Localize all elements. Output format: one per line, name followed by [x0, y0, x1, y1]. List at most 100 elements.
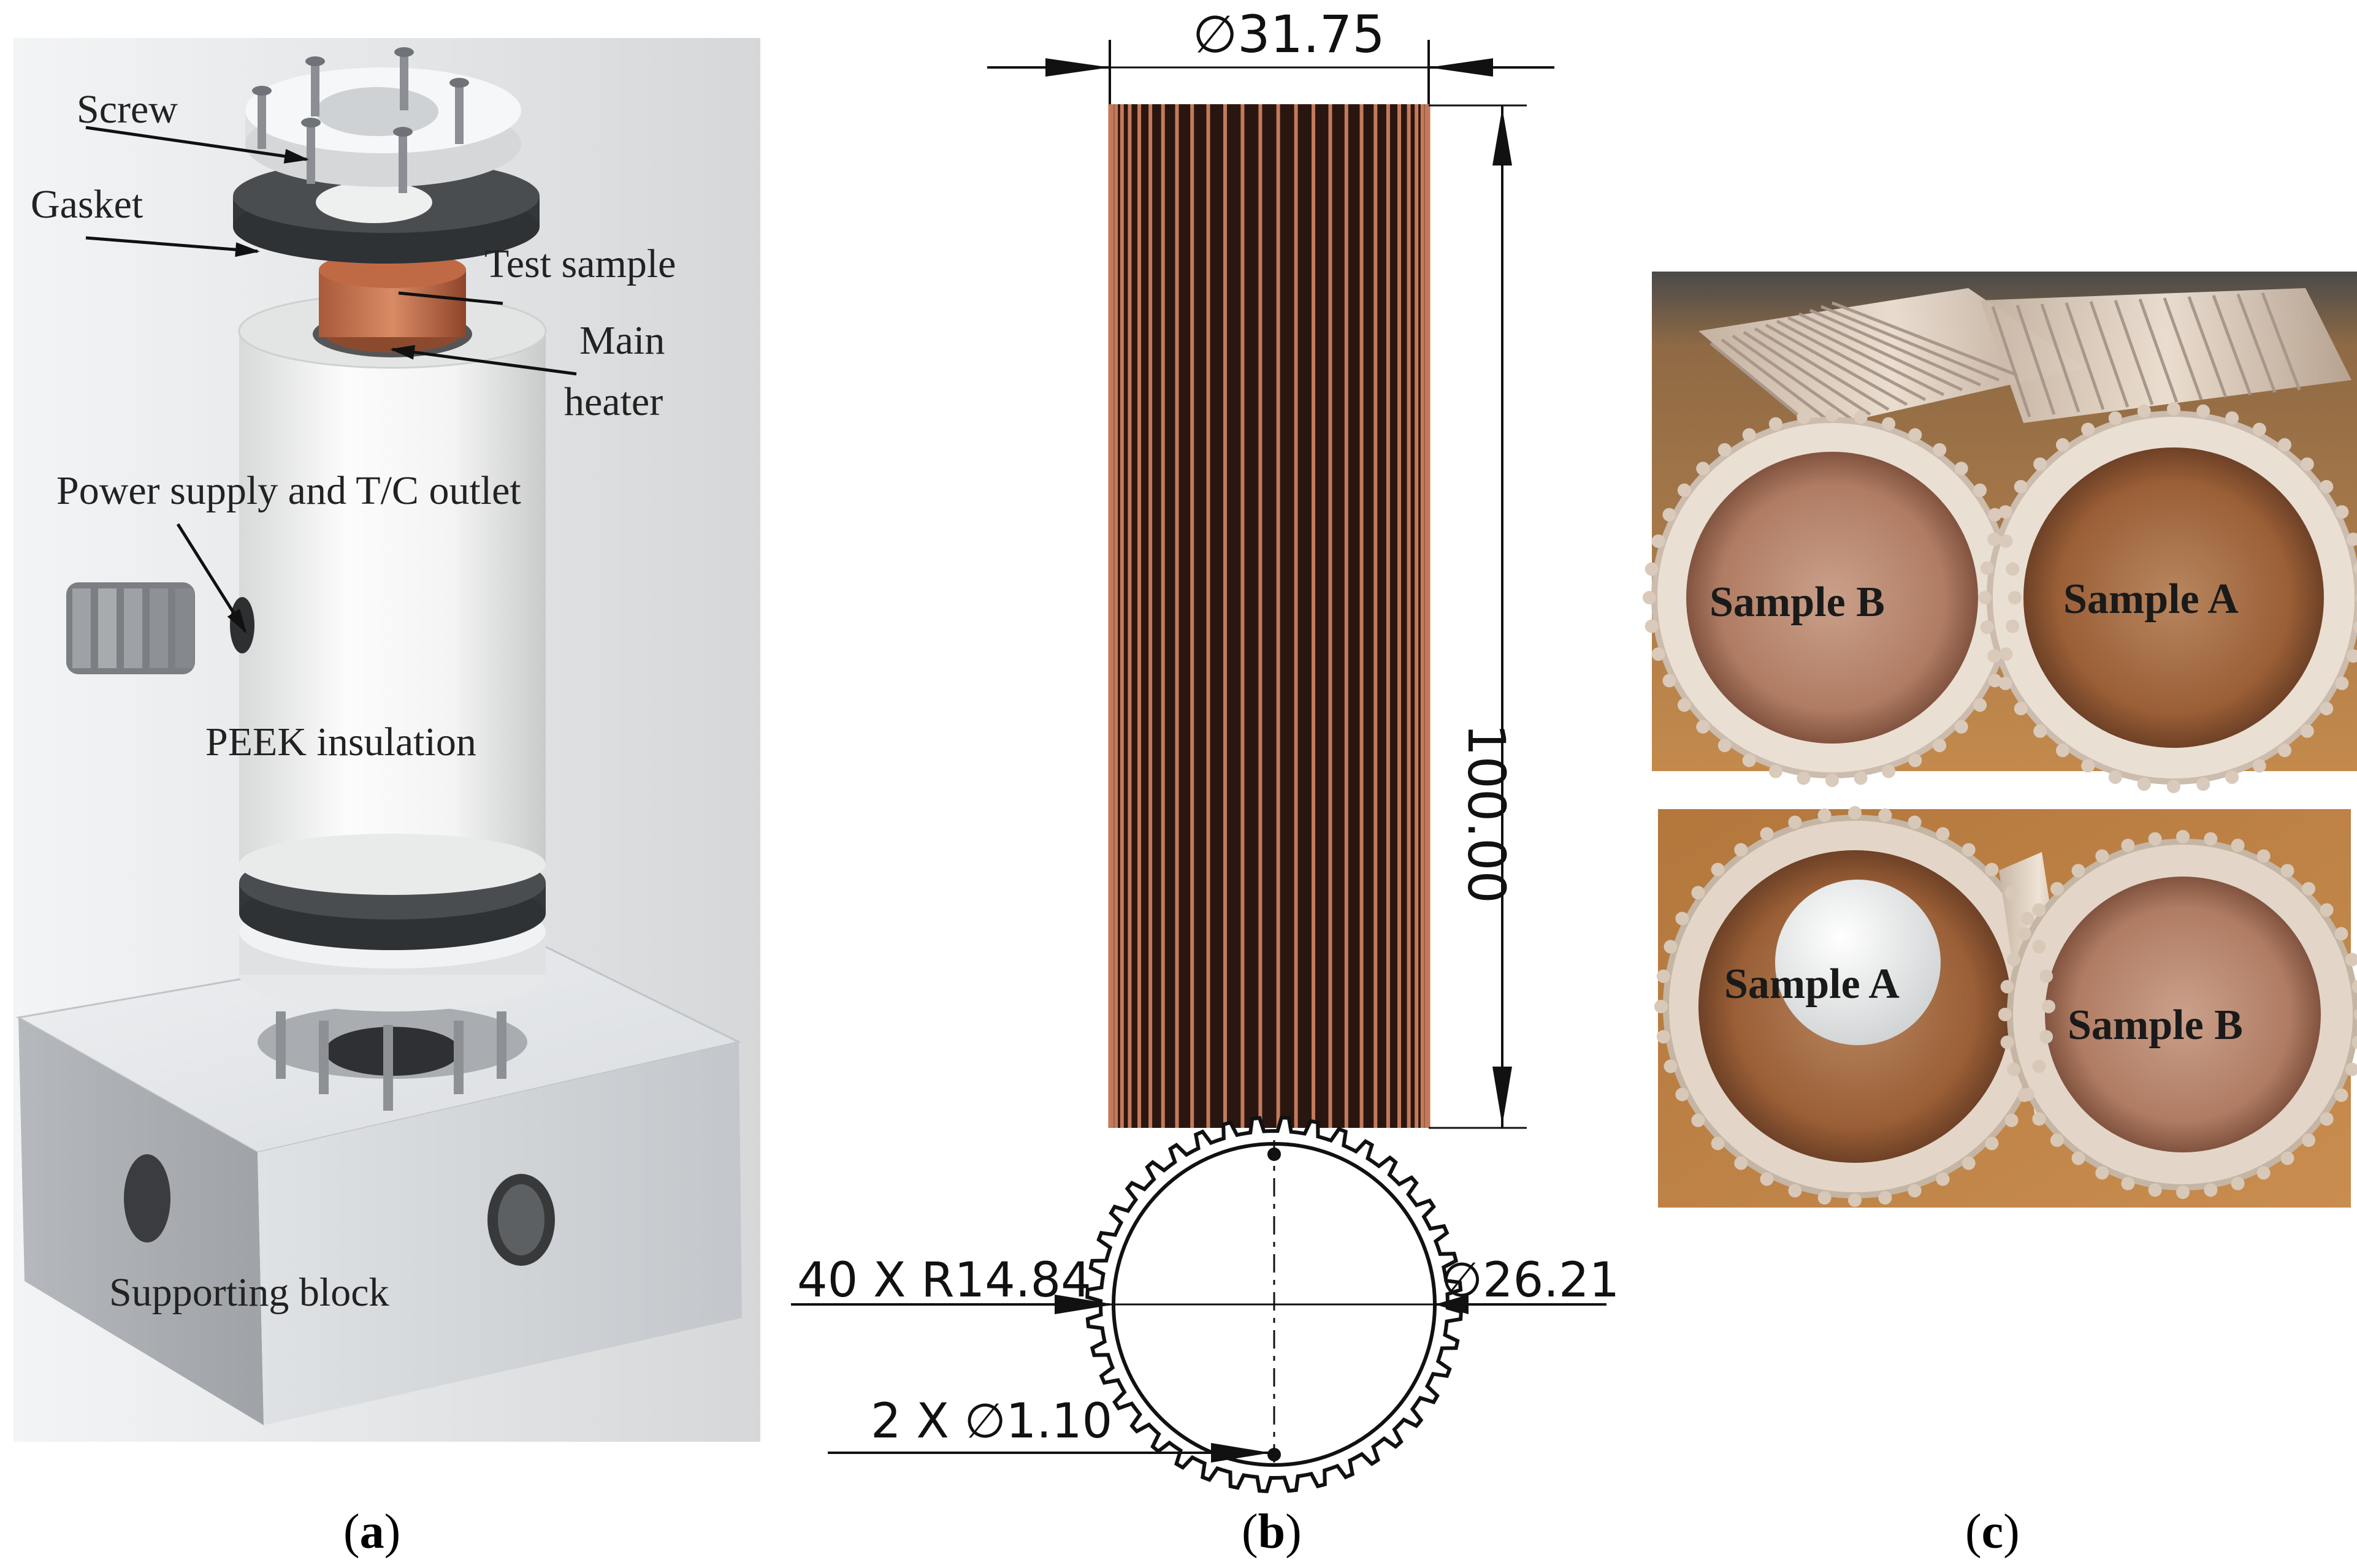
- fin-tooth: [1662, 508, 1676, 522]
- fin-stripe: [1276, 104, 1280, 1128]
- fin-tooth: [1936, 827, 1950, 841]
- fin-stripe: [1373, 104, 1378, 1128]
- fin-tooth: [1854, 410, 1868, 424]
- fin-tooth: [2071, 864, 2085, 878]
- fin-tooth: [2006, 619, 2020, 633]
- fin-tooth: [1878, 1191, 1892, 1205]
- fin-tooth: [2302, 1133, 2316, 1147]
- fin-stripe: [1386, 104, 1390, 1128]
- fin-tooth: [2354, 1008, 2357, 1021]
- hole-bottom: [1267, 1448, 1281, 1461]
- fin-tooth: [1933, 739, 1947, 753]
- bottom-tube-b-bore: [2045, 877, 2321, 1152]
- tube-ridge: [1743, 330, 1871, 416]
- fin-tooth: [1987, 649, 2001, 663]
- fin-tooth: [1962, 1156, 1976, 1170]
- fin-tooth: [1651, 647, 1665, 661]
- tube-ridge: [2261, 292, 2301, 390]
- caption-b: (b): [1242, 1505, 1302, 1559]
- fin-tooth: [2225, 411, 2239, 425]
- fin-tooth: [2008, 591, 2022, 604]
- fin-teeth-top: [1643, 402, 2357, 793]
- fin-tooth: [2039, 969, 2053, 983]
- fin-tooth: [2353, 621, 2357, 633]
- fin-tooth: [1825, 774, 1839, 787]
- fin-tooth: [2280, 1151, 2294, 1165]
- fin-tooth: [2121, 839, 2135, 853]
- tube-ridge: [1787, 316, 1945, 397]
- fin-tooth: [1696, 720, 1710, 734]
- fin-tooth: [1973, 698, 1987, 712]
- fin-tooth: [2081, 422, 2095, 436]
- fin-stripe: [1328, 104, 1332, 1128]
- fin-tooth: [2345, 953, 2357, 967]
- panel-c: Sample B Sample A Sample A Sample B (c): [1643, 272, 2357, 1559]
- photo-bottom: Sample A Sample B: [1654, 806, 2357, 1208]
- fin-tooth: [1908, 1184, 1922, 1198]
- hole-dimension: 2 X ∅1.10: [828, 1394, 1270, 1463]
- label-supporting-block: Supporting block: [109, 1270, 389, 1315]
- fin-tooth: [1788, 1184, 1802, 1198]
- fin-stripe: [1258, 104, 1263, 1128]
- fin-tooth: [1980, 561, 1994, 575]
- fin-stripe: [1137, 104, 1141, 1128]
- tube-ridge: [1754, 327, 1890, 411]
- fin-tooth: [2137, 404, 2151, 418]
- fin-tooth: [2032, 1112, 2046, 1126]
- fin-tooth: [1742, 428, 1756, 442]
- fin-tooth: [1973, 483, 1987, 497]
- fin-tooth: [2020, 911, 2034, 926]
- fin-tooth: [2300, 724, 2314, 738]
- fin-tooth: [1985, 862, 1999, 877]
- fin-tooth: [2032, 903, 2046, 917]
- top-label-sample-b: Sample B: [1709, 579, 1885, 626]
- fin-tooth: [1998, 505, 2012, 519]
- fin-tooth: [2042, 1000, 2055, 1013]
- fin-tooth: [2081, 759, 2095, 773]
- fin-tooth: [2007, 1062, 2021, 1076]
- fin-stripe: [1110, 104, 1114, 1128]
- peek-cylinder: [238, 293, 547, 895]
- diameter-symbol-icon: ∅: [1193, 4, 1237, 64]
- fin-radius-dimension: 40 X R14.84: [791, 1253, 1115, 1314]
- tube-ridge: [1765, 323, 1908, 406]
- tube-ridge: [2138, 299, 2179, 403]
- fin-stripe: [1206, 104, 1210, 1128]
- label-power-supply: Power supply and T/C outlet: [56, 468, 521, 513]
- fin-tooth: [1651, 534, 1665, 548]
- diameter-symbol-icon-2: ∅: [1441, 1253, 1483, 1308]
- label-main-heater-line1: Main: [579, 318, 665, 363]
- tube-ridge: [1820, 305, 2000, 382]
- fin-stripe: [1161, 104, 1165, 1128]
- fin-tooth: [2033, 724, 2047, 738]
- fin-tooth: [2071, 1151, 2085, 1165]
- fin-tooth: [1817, 1191, 1832, 1205]
- fin-tooth: [2007, 953, 2021, 967]
- fin-tooth: [2346, 532, 2357, 546]
- bottom-flange: [258, 1005, 527, 1111]
- fin-tooth: [2256, 849, 2271, 863]
- fin-tooth: [2335, 676, 2349, 690]
- tube-ridge: [2040, 303, 2080, 413]
- fin-tooth: [2004, 886, 2019, 900]
- fin-tooth: [2334, 1088, 2348, 1102]
- fin-tooth: [1662, 674, 1676, 688]
- gasket-leader: [85, 236, 260, 257]
- fin-tooth: [1654, 1000, 1668, 1013]
- fin-tooth: [2196, 404, 2210, 418]
- fin-tooth: [1768, 764, 1782, 778]
- fin-tooth: [1987, 532, 2001, 546]
- tube-ridge: [1721, 338, 1835, 425]
- outer-diameter-label: ∅31.75: [1193, 4, 1385, 64]
- fin-tooth: [2095, 1166, 2109, 1180]
- fin-tooth: [1980, 620, 1994, 634]
- hole-label: 2 X ∅1.10: [871, 1394, 1112, 1449]
- fin-tooth: [2014, 480, 2028, 493]
- fin-tooth: [2320, 903, 2334, 917]
- tube-ridge: [2187, 296, 2228, 398]
- fin-tooth: [1882, 417, 1896, 431]
- fin-tooth: [1645, 562, 1659, 576]
- fin-tooth: [1677, 698, 1691, 712]
- fin-tooth: [1908, 753, 1922, 767]
- tube-a-bore: [2023, 447, 2324, 748]
